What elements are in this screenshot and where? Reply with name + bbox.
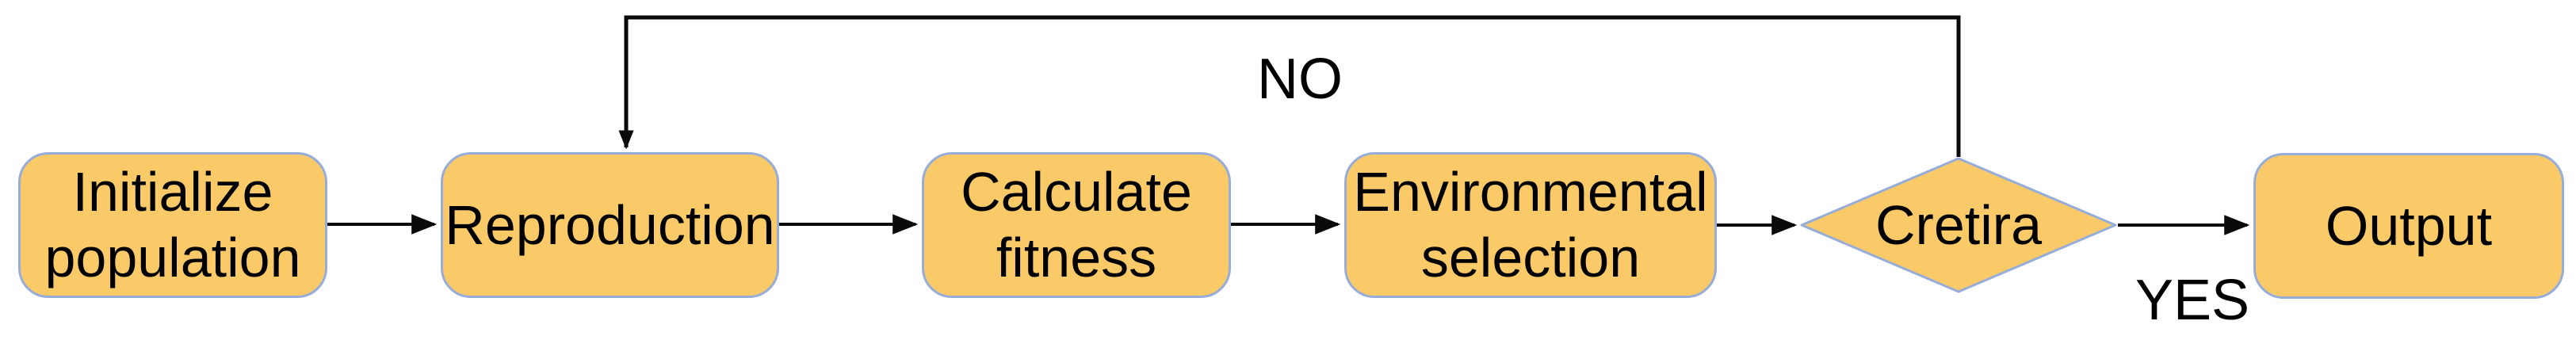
node-criteria-decision: Cretira	[1798, 155, 2119, 295]
node-calculate-fitness-label: Calculate fitness	[961, 161, 1192, 288]
node-calculate-fitness: Calculate fitness	[922, 152, 1231, 298]
node-output-label: Output	[2325, 194, 2493, 257]
node-criteria-label: Cretira	[1875, 194, 2043, 256]
feedback-arrow-criteria-to-reproduction-no	[618, 15, 1961, 157]
node-reproduction-label: Reproduction	[445, 193, 775, 256]
node-environmental-selection: Environmental selection	[1344, 152, 1717, 298]
node-reproduction: Reproduction	[441, 152, 779, 298]
node-initialize-population: Initialize population	[18, 152, 327, 298]
node-initialize-population-label: Initialize population	[44, 161, 301, 288]
edge-label-yes: YES	[2135, 269, 2250, 332]
decision-diamond-shape	[1800, 157, 2117, 293]
edge-label-no: NO	[1257, 48, 1343, 111]
node-environmental-selection-label: Environmental selection	[1353, 161, 1708, 288]
node-output: Output	[2253, 153, 2564, 299]
